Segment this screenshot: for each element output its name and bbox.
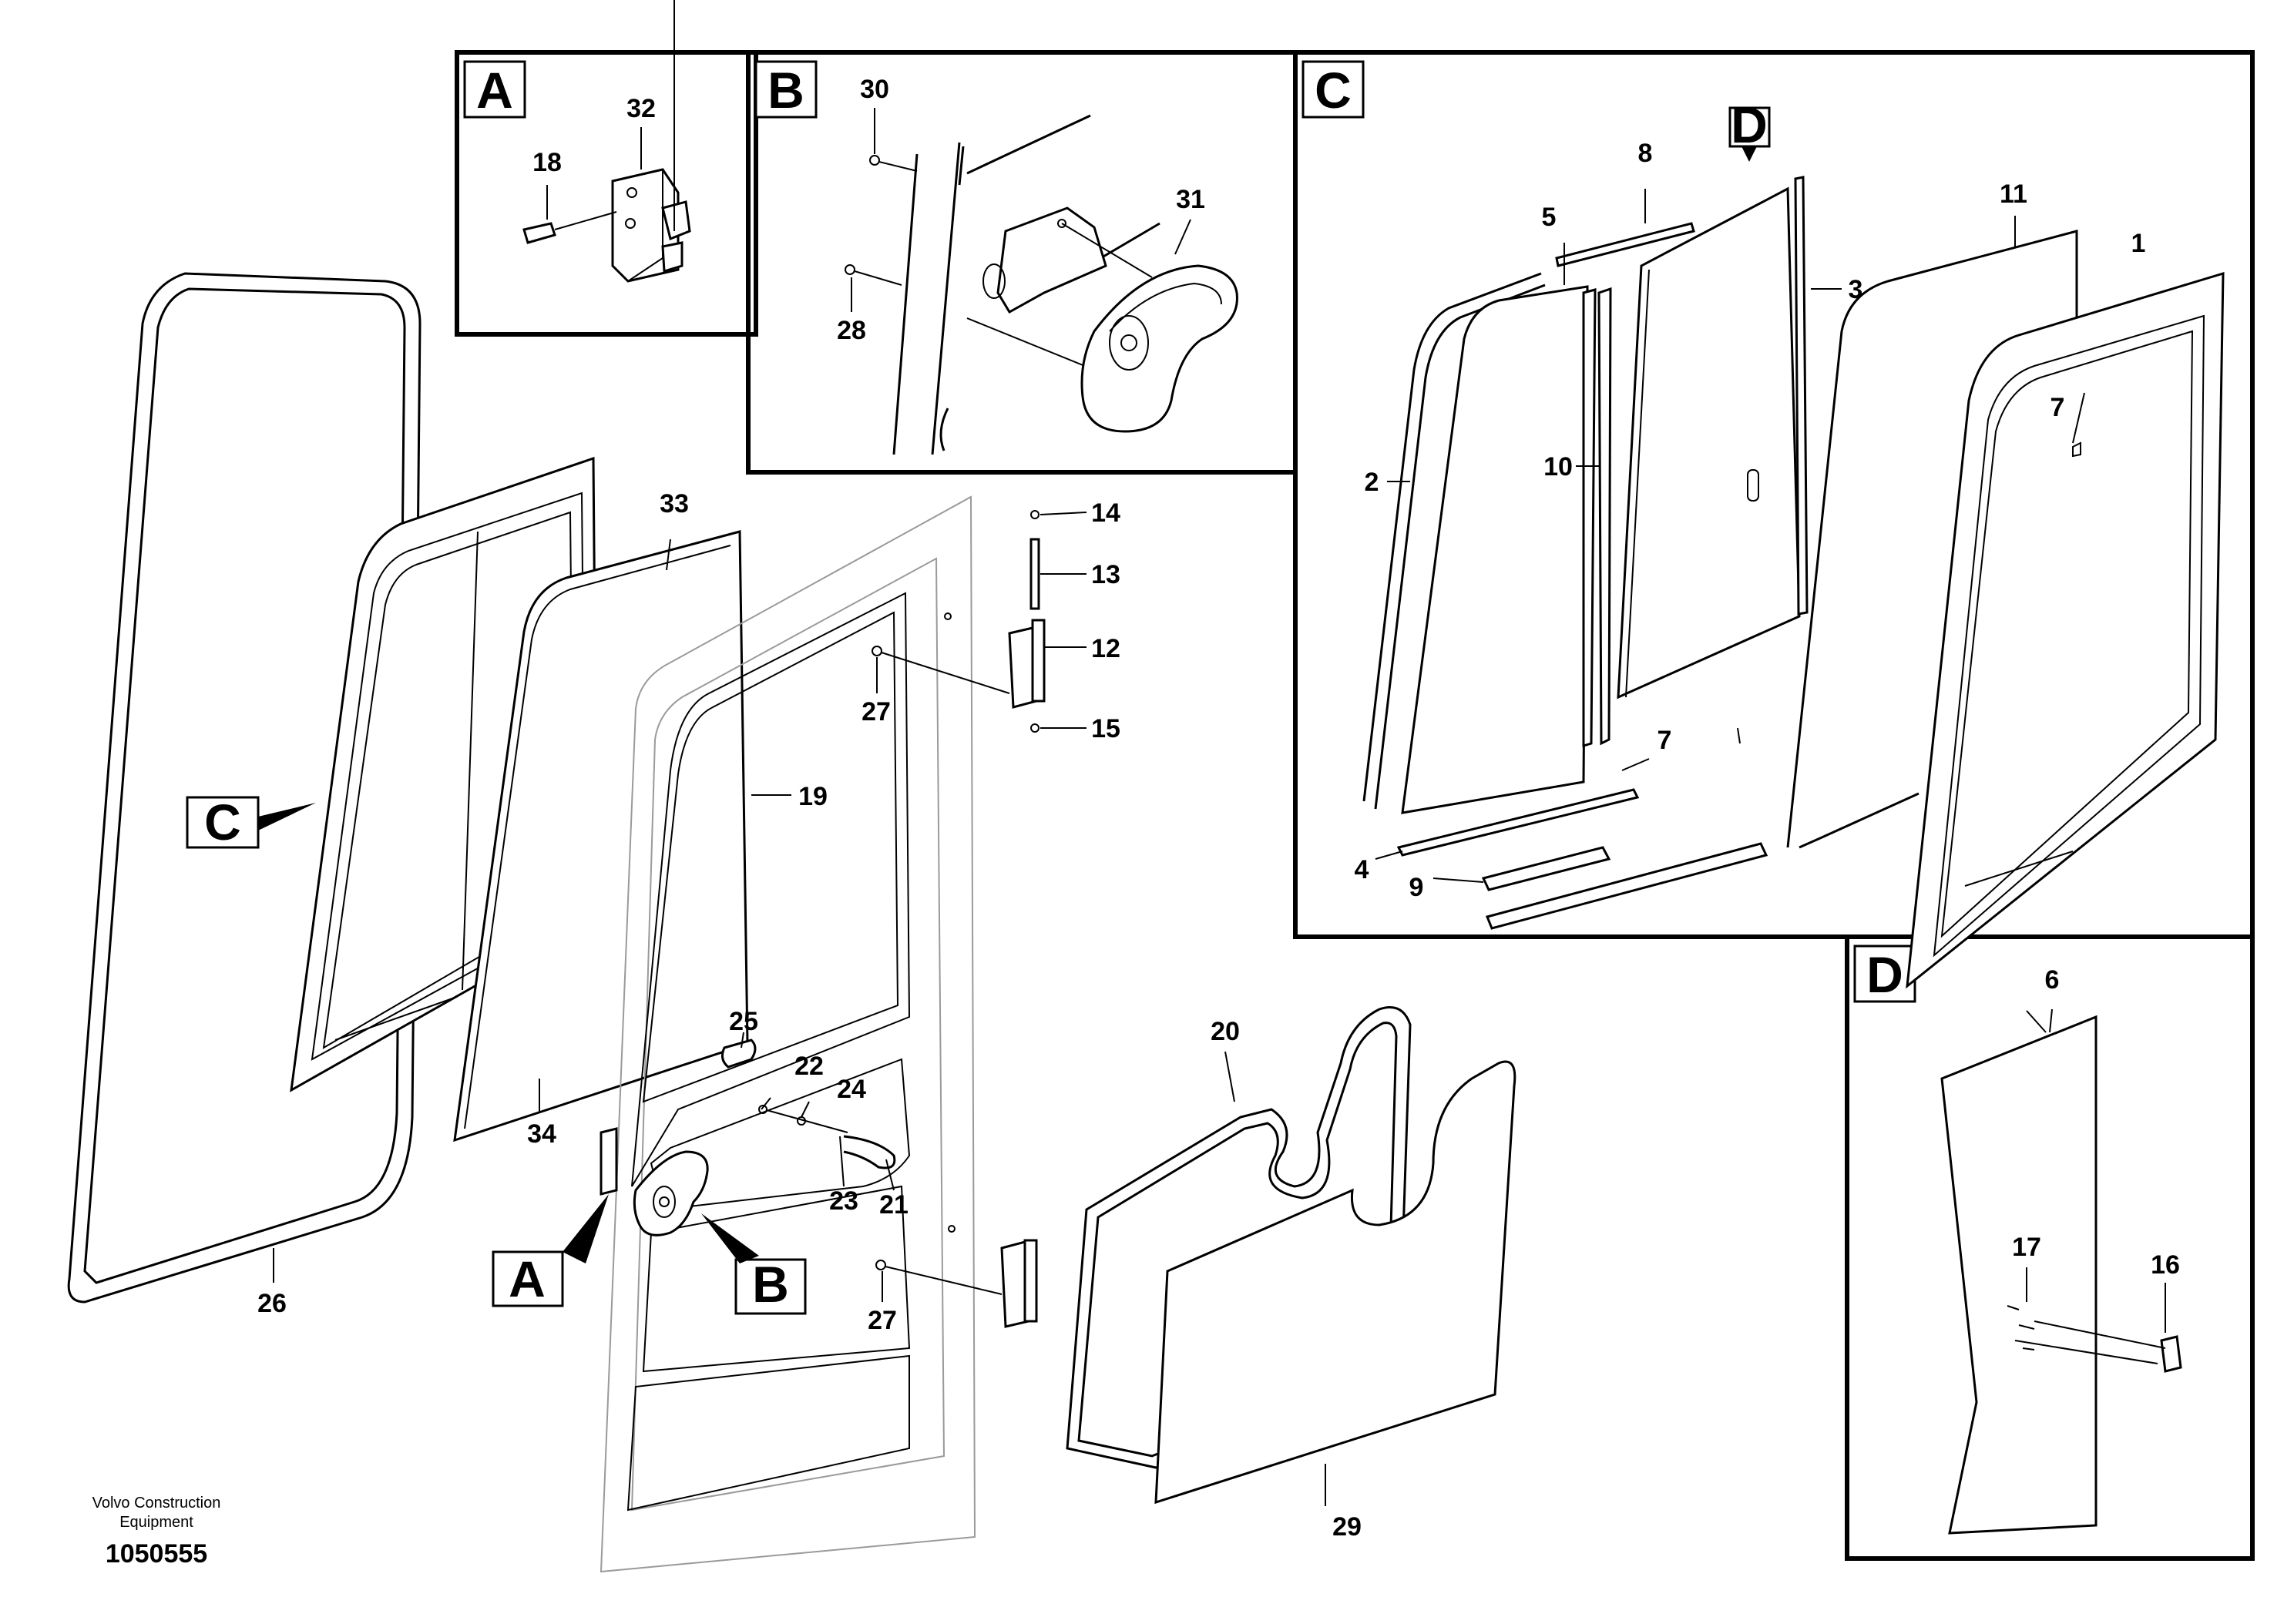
callout-30: 30: [860, 75, 889, 104]
panel-frames: [455, 50, 2255, 1561]
panel-c-frame: [1293, 50, 2255, 939]
callout-24: 24: [837, 1075, 866, 1104]
door-handle: [633, 1150, 709, 1236]
callout-13: 13: [1091, 560, 1120, 589]
company-line-1: Volvo Construction: [92, 1495, 221, 1512]
panel-b-label: B: [767, 62, 804, 119]
callout-12: 12: [1091, 634, 1120, 663]
callout-3: 3: [1849, 275, 1863, 304]
window-glass: [453, 530, 749, 1143]
lock-assembly: [522, 168, 691, 283]
callout-7-frame: 7: [2050, 393, 2065, 422]
panel-d-pointer-label: D: [1731, 96, 1768, 153]
callout-6: 6: [2045, 965, 2060, 995]
callout-32: 32: [626, 94, 656, 123]
callout-25: 25: [729, 1007, 758, 1036]
door-panel: [600, 495, 976, 1573]
callout-11: 11: [2000, 180, 2027, 209]
callout-14: 14: [1091, 498, 1120, 528]
callout-17: 17: [2012, 1233, 2041, 1262]
panel-d-frame: [1845, 934, 2255, 1561]
callout-28: 28: [837, 316, 866, 345]
callout-33: 33: [660, 489, 689, 518]
lower-hinge: [875, 1239, 1038, 1328]
leader-lines: [273, 0, 2085, 1506]
panel-a-frame: [455, 50, 758, 337]
callout-20: 20: [1211, 1017, 1240, 1046]
callout-4: 4: [1355, 855, 1369, 884]
handle-detail: [845, 114, 1238, 455]
callout-2: 2: [1365, 468, 1379, 497]
panel-d-label: D: [1866, 946, 1903, 1003]
panel-c-label: C: [1315, 62, 1352, 119]
callout-21: 21: [879, 1190, 909, 1220]
callout-31: 31: [1176, 185, 1205, 214]
document-id: 1050555: [106, 1539, 207, 1569]
callout-9: 9: [1409, 873, 1424, 902]
inner-trim: [1066, 1006, 1516, 1505]
callout-10: 10: [1543, 452, 1573, 481]
callout-16: 16: [2151, 1250, 2180, 1280]
callout-18: 18: [532, 148, 562, 177]
panel-letter-boxes: A B C D: [463, 60, 1916, 1003]
callout-19: 19: [798, 782, 828, 811]
callout-7-rail: 7: [1658, 726, 1672, 755]
callout-22: 22: [794, 1052, 824, 1081]
company-line-2: Equipment: [119, 1514, 193, 1531]
panel-b-pointer-label: B: [752, 1256, 789, 1313]
callout-27-lower: 27: [868, 1306, 897, 1335]
footer: Volvo Construction Equipment 1050555: [92, 1495, 221, 1569]
window-parts: [1362, 176, 2225, 989]
callout-34: 34: [527, 1119, 556, 1149]
callout-27-upper: 27: [862, 697, 891, 726]
callout-23: 23: [829, 1186, 858, 1216]
panel-a-pointer-label: A: [509, 1250, 546, 1307]
callout-numbers: 1 2 3 4 5 6 7 7 8 9 10 11 12 13 14 15 16…: [257, 75, 2180, 1542]
callout-29: 29: [1332, 1512, 1362, 1542]
panel-a-label: A: [476, 62, 513, 119]
callout-5: 5: [1542, 203, 1557, 232]
callout-15: 15: [1091, 714, 1120, 743]
callout-8: 8: [1638, 139, 1653, 168]
callout-26: 26: [257, 1289, 287, 1318]
sliding-glass-detail: [1940, 1015, 2182, 1535]
upper-hinge: [872, 510, 1046, 733]
panel-c-pointer-label: C: [204, 794, 241, 851]
callout-1: 1: [2131, 229, 2146, 258]
